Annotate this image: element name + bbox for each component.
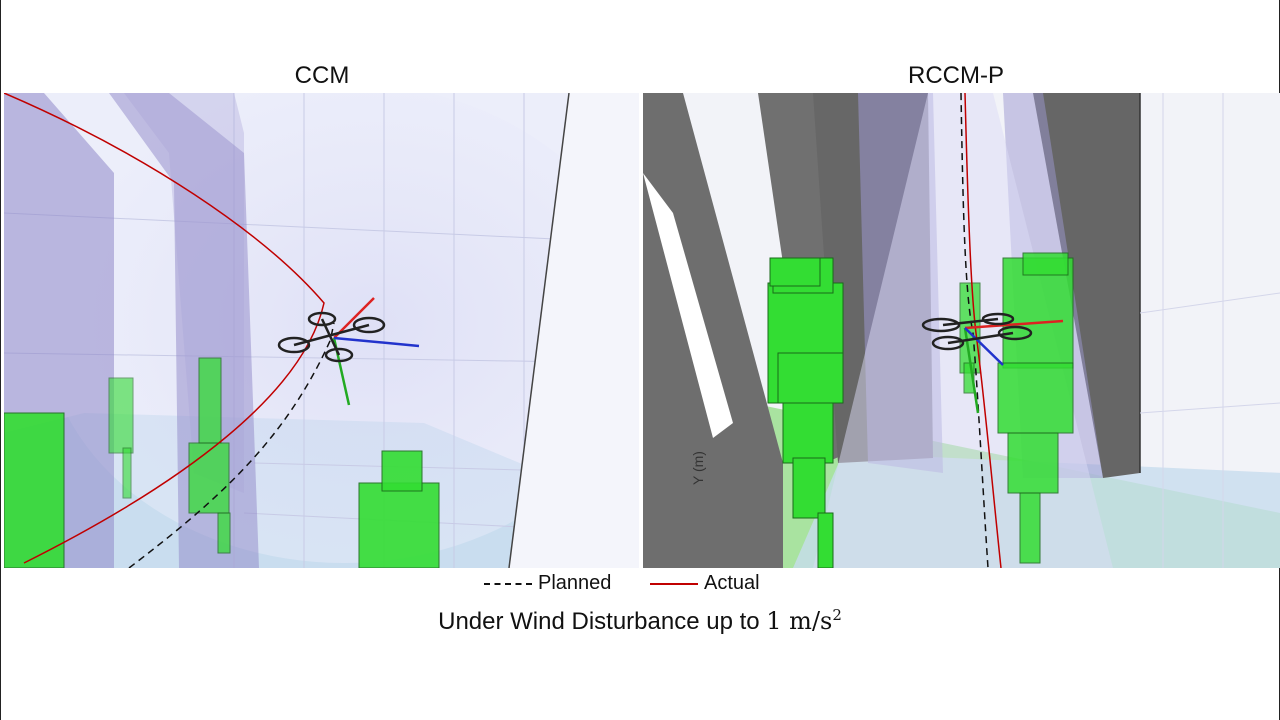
obstacle-far [108, 377, 134, 454]
drone-axis-z [333, 336, 420, 348]
legend-label-actual: Actual [704, 572, 760, 594]
drone-axis-x [964, 319, 1064, 330]
obstacle-left [4, 412, 65, 568]
wall-right [509, 93, 639, 568]
legend-label-planned: Planned [538, 572, 612, 594]
legend-item-actual: Actual [650, 572, 760, 595]
caption: Under Wind Disturbance up to 1 m/s2 [0, 606, 1280, 636]
obstacle-pillars [4, 357, 440, 568]
planned-trajectory [128, 322, 335, 568]
caption-text: Under Wind Disturbance up to [438, 608, 760, 635]
obstacle-middle [188, 442, 230, 514]
drone-axis-y [963, 327, 980, 414]
scene-ccm [4, 93, 639, 568]
frame-border-left [0, 0, 1, 720]
caption-exponent: 2 [832, 606, 842, 624]
actual-trajectory [4, 93, 325, 564]
obstacle-right [1002, 257, 1074, 369]
drone-rccm-p [921, 312, 1064, 414]
wall-gray-right [1033, 93, 1140, 478]
drone-ccm [277, 297, 420, 406]
scene-rccm-p-render: Y (m) [643, 93, 1280, 568]
legend-swatch-actual [650, 582, 698, 585]
axis-label-y: Y (m) [690, 451, 706, 485]
grid-lines [1139, 93, 1280, 568]
wall-gray-left [643, 93, 783, 568]
obstacle-front [358, 482, 440, 568]
actual-trajectory [964, 93, 1002, 568]
scene-rccm-p: Y (m) [643, 93, 1280, 568]
panel-title-rccm-p: RCCM-P [908, 62, 1004, 89]
legend-swatch-planned [484, 582, 532, 585]
legend-item-planned: Planned [484, 572, 611, 595]
panel-title-ccm: CCM [294, 62, 350, 89]
caption-math-value: 1 m/s [766, 607, 833, 635]
drone-axis-z [964, 327, 1004, 366]
legend: Planned Actual [484, 572, 804, 598]
scene-ccm-render [4, 93, 639, 568]
caption-math: 1 m/s2 [766, 606, 842, 635]
planned-trajectory [960, 93, 989, 568]
